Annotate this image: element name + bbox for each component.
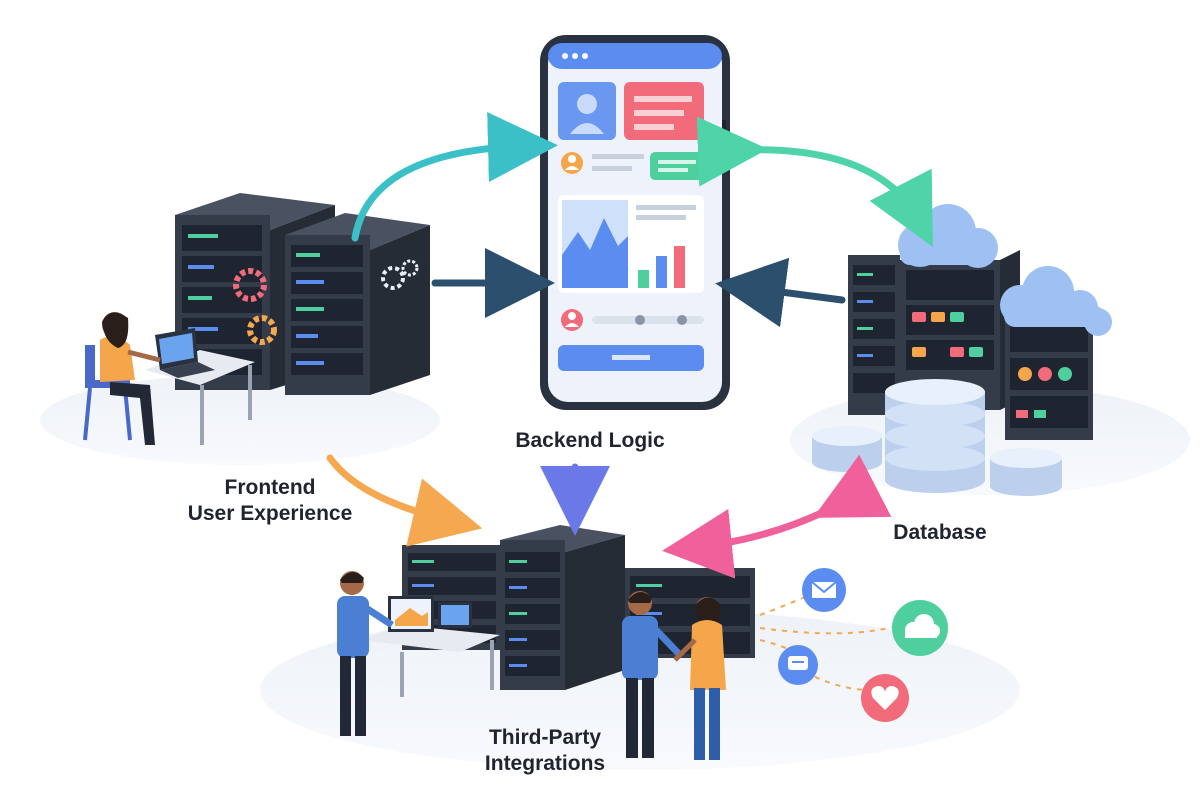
integration-person-right [673, 597, 726, 760]
chart-icon [558, 195, 704, 293]
arrow-frontend-to-integrations [326, 454, 483, 547]
arrow-database-to-app-middle [715, 257, 846, 328]
database-server-rack-back [848, 255, 900, 415]
gear-icon [233, 268, 277, 345]
arrow-app-to-database-top [696, 116, 933, 247]
backend-label: Backend Logic [515, 429, 665, 452]
frontend-server-rack-right [285, 213, 430, 395]
frontend-label: Frontend User Experience [187, 476, 353, 525]
frontend-person [83, 312, 161, 445]
laptop-icon [155, 328, 215, 378]
database-cylinder-main [885, 379, 985, 493]
heart-icon [861, 674, 909, 722]
arrow-frontend-to-app-top [351, 112, 558, 242]
monitor-icon [388, 596, 472, 632]
database-label: Database [893, 521, 987, 544]
integration-person-middle [622, 591, 683, 758]
arrow-database-integrations [662, 454, 892, 579]
chat-icon [778, 645, 818, 685]
third-party-label: Third-Party Integrations [484, 726, 606, 775]
flow-arrows [326, 112, 933, 579]
integration-person-left [337, 571, 394, 736]
mail-icon [802, 568, 846, 612]
cloud-icon [892, 600, 948, 656]
integration-server-rack-center [500, 525, 625, 690]
mobile-app-phone [540, 35, 730, 410]
database-server-rack-right [1005, 310, 1093, 440]
user-avatar-icon [558, 82, 616, 140]
